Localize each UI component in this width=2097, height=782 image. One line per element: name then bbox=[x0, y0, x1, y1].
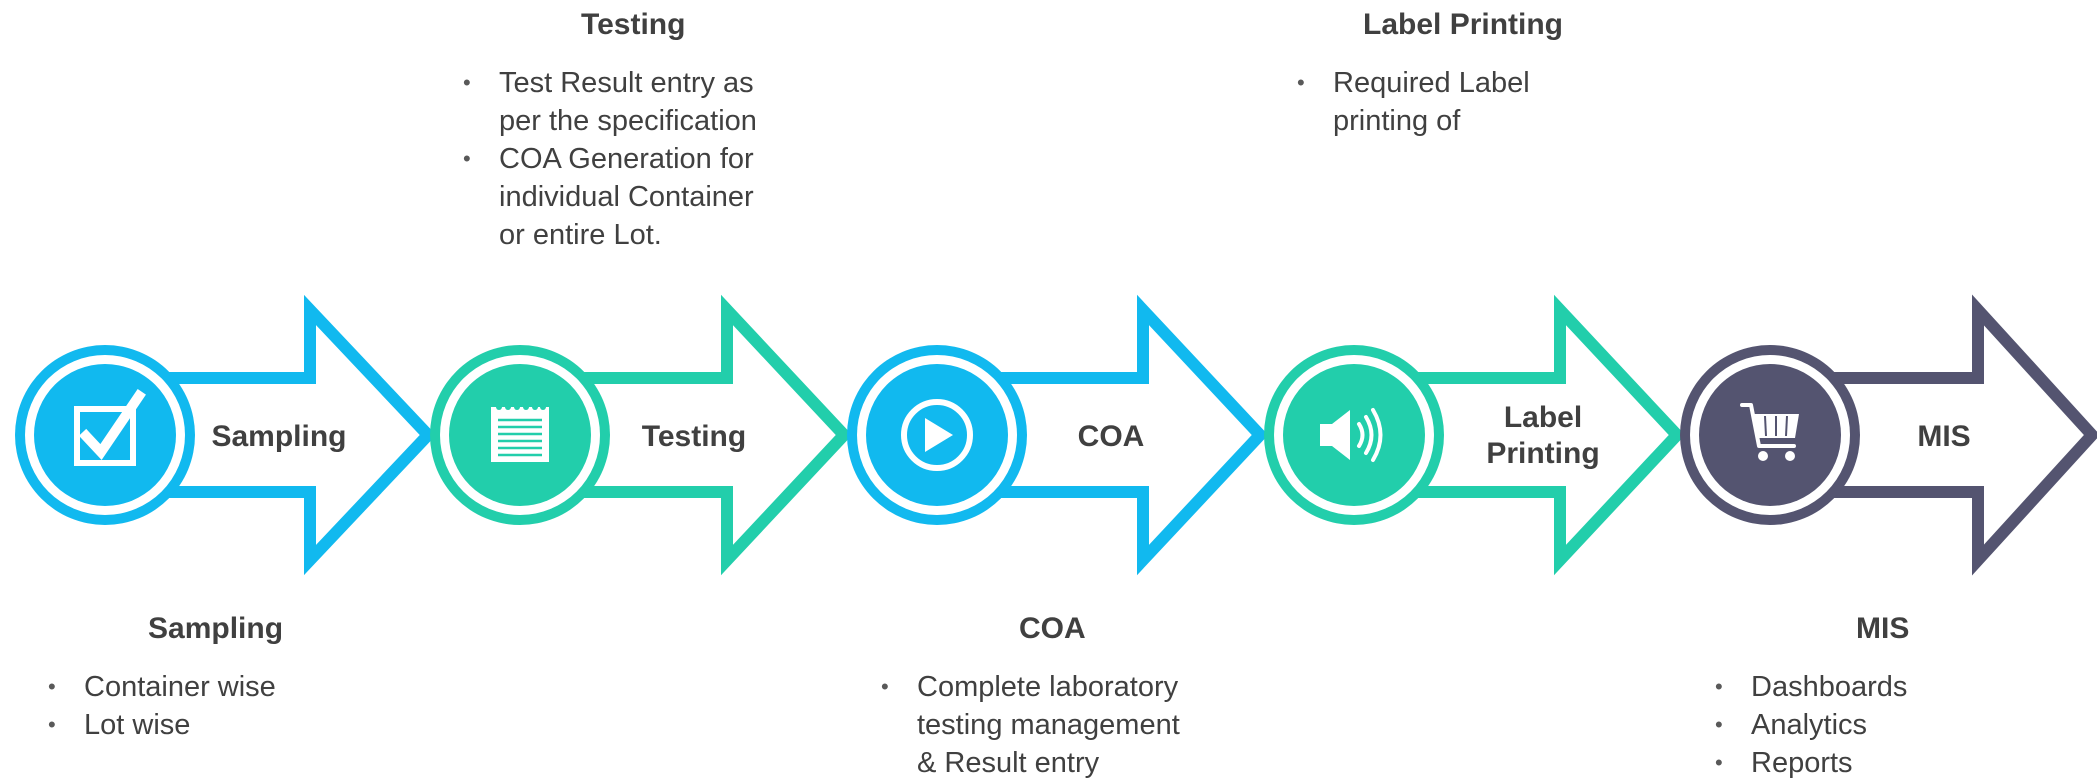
label-printing-details-title: Label Printing bbox=[1363, 8, 1564, 41]
testing-bullet-1: Test Result entry as per the specificati… bbox=[463, 64, 803, 140]
coa-bullet-1-line-2: testing management bbox=[917, 709, 1180, 741]
coa-details: COA Complete laboratory testing manageme… bbox=[881, 612, 1241, 782]
sampling-details-title: Sampling bbox=[148, 612, 284, 645]
sampling-details-list: Container wise Lot wise bbox=[48, 668, 368, 744]
testing-details: Testing Test Result entry as per the spe… bbox=[463, 8, 803, 254]
coa-bullet-1-line-3: & Result entry bbox=[917, 747, 1100, 779]
mis-bullet-3: Reports bbox=[1715, 744, 2015, 782]
mis-bullet-2: Analytics bbox=[1715, 706, 2015, 744]
mis-arrow-label: MIS bbox=[1917, 420, 1970, 453]
sampling-bullet-2: Lot wise bbox=[48, 706, 368, 744]
sampling-details: Sampling Container wise Lot wise bbox=[48, 612, 368, 744]
label-printing-bullet-1-line-2: printing of bbox=[1333, 105, 1461, 137]
shopping-cart-icon bbox=[1740, 403, 1799, 461]
speaker-icon bbox=[1320, 408, 1383, 462]
testing-bullet-2: COA Generation for individual Container … bbox=[463, 140, 803, 254]
testing-bullet-1-line-1: Test Result entry as bbox=[499, 67, 754, 99]
mis-bullet-1: Dashboards bbox=[1715, 668, 2015, 706]
label-printing-details-list: Required Label printing of bbox=[1297, 64, 1657, 140]
mis-details: MIS Dashboards Analytics Reports bbox=[1715, 612, 2015, 782]
testing-details-list: Test Result entry as per the specificati… bbox=[463, 64, 803, 254]
coa-arrow-label: COA bbox=[1078, 420, 1145, 453]
sampling-inner-disc bbox=[34, 364, 176, 506]
checkbox-icon bbox=[74, 389, 146, 466]
sampling-arrow-label: Sampling bbox=[211, 420, 346, 453]
testing-bullet-2-line-1: COA Generation for bbox=[499, 143, 754, 175]
label-printing-bullet-1: Required Label printing of bbox=[1297, 64, 1657, 140]
play-icon bbox=[901, 399, 973, 471]
notepad-icon bbox=[491, 404, 549, 462]
label-printing-arrow-label-line-2: Printing bbox=[1486, 437, 1599, 470]
label-printing-details: Label Printing Required Label printing o… bbox=[1297, 8, 1657, 140]
testing-bullet-1-line-2: per the specification bbox=[499, 105, 757, 137]
label-printing-bullet-1-line-1: Required Label bbox=[1333, 67, 1530, 99]
label-printing-arrow-label-line-1: Label bbox=[1504, 401, 1582, 434]
testing-bullet-2-line-3: or entire Lot. bbox=[499, 219, 662, 251]
sampling-bullet-1: Container wise bbox=[48, 668, 368, 706]
step-testing: Testing bbox=[430, 294, 853, 576]
label-printing-inner-disc bbox=[1283, 364, 1425, 506]
coa-bullet-1: Complete laboratory testing management &… bbox=[881, 668, 1241, 782]
coa-details-list: Complete laboratory testing management &… bbox=[881, 668, 1241, 782]
coa-details-title: COA bbox=[1019, 612, 1086, 645]
step-sampling: Sampling bbox=[15, 294, 437, 576]
step-coa: COA bbox=[847, 294, 1269, 576]
mis-details-title: MIS bbox=[1856, 612, 1910, 645]
mis-details-list: Dashboards Analytics Reports bbox=[1715, 668, 2015, 782]
step-mis: MIS bbox=[1680, 294, 2097, 576]
testing-arrow-label: Testing bbox=[642, 420, 746, 453]
step-label-printing: Label Printing bbox=[1264, 294, 1686, 576]
testing-bullet-2-line-2: individual Container bbox=[499, 181, 754, 213]
coa-bullet-1-line-1: Complete laboratory bbox=[917, 671, 1179, 703]
testing-details-title: Testing bbox=[581, 8, 686, 41]
